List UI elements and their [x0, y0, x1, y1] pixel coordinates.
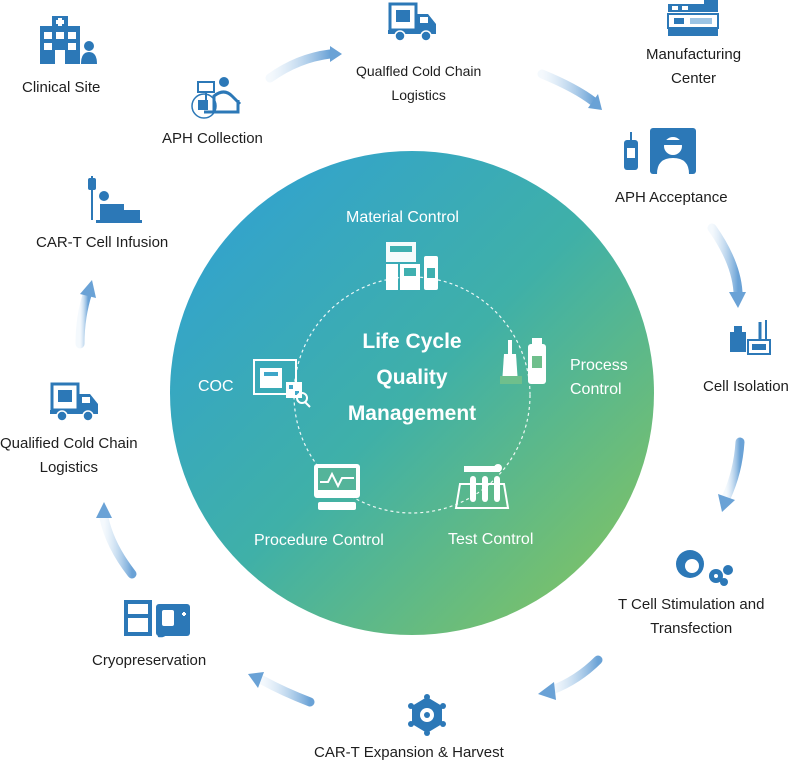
- arrow-head: [80, 280, 96, 298]
- label-t-cell-line2: Transfection: [650, 620, 733, 637]
- manufacturing-icon: [667, 0, 719, 36]
- label-expansion-harvest: CAR-T Expansion & Harvest: [314, 744, 504, 761]
- coc-icon: [253, 359, 311, 408]
- test-control-icon: [454, 464, 510, 509]
- inner-dashed-ring: [293, 276, 531, 514]
- arrow-aph-to-logistics: [265, 49, 335, 83]
- aph-acceptance-icon: [624, 128, 696, 174]
- arrow-isolation-to-stimulation: [721, 437, 745, 503]
- arrow-logistics-to-acceptance: [537, 69, 599, 107]
- label-process-line2: Control: [570, 381, 622, 398]
- cryopreservation-icon: [124, 600, 190, 638]
- arrow-head: [718, 494, 735, 512]
- infusion-icon: [88, 176, 142, 223]
- arrow-head: [330, 46, 342, 62]
- procedure-control-icon: [314, 464, 360, 510]
- arrow-cryo-to-logistics: [99, 513, 137, 579]
- label-manufacturing-line1: Manufacturing: [646, 46, 742, 63]
- label-t-cell-stimulation: T Cell Stimulation and Transfection: [618, 593, 764, 641]
- process-control-icon: [500, 338, 546, 384]
- label-manufacturing-center: Manufacturing Center: [646, 43, 741, 91]
- label-logistics-left-line2: Logistics: [39, 459, 98, 476]
- flow-arrows: [75, 46, 746, 707]
- label-logistics-top-line2: Logistics: [391, 87, 446, 103]
- cell-isolation-icon: [730, 320, 771, 355]
- center-title-line3: Management: [347, 402, 477, 425]
- label-logistics-top-line1: Qualfled Cold Chain: [356, 63, 482, 79]
- arrow-head: [588, 94, 602, 110]
- t-cell-icon: [676, 550, 733, 586]
- center-title: Life Cycle Quality Management: [312, 324, 512, 432]
- label-process-control: Process Control: [570, 354, 628, 402]
- label-process-line1: Process: [570, 357, 628, 374]
- lifecycle-circle: [170, 151, 654, 635]
- label-procedure-control: Procedure Control: [254, 532, 384, 549]
- label-logistics-top: Qualfled Cold Chain Logistics: [356, 59, 481, 107]
- arrow-head: [248, 672, 264, 688]
- truck-icon-top: [388, 2, 436, 42]
- label-aph-collection: APH Collection: [162, 130, 263, 147]
- label-logistics-left-line1: Qualified Cold Chain: [0, 435, 138, 452]
- arrow-expansion-to-cryo: [257, 675, 315, 707]
- label-material-control: Material Control: [346, 209, 459, 226]
- center-title-line1: Life Cycle: [362, 330, 462, 353]
- label-car-t-infusion: CAR-T Cell Infusion: [36, 234, 169, 251]
- label-cell-isolation: Cell Isolation: [703, 378, 789, 395]
- label-aph-acceptance: APH Acceptance: [615, 189, 728, 206]
- label-clinical-site: Clinical Site: [22, 79, 101, 96]
- label-coc: COC: [198, 378, 234, 395]
- label-t-cell-line1: T Cell Stimulation and: [618, 596, 765, 613]
- arrow-acceptance-to-isolation: [707, 223, 743, 297]
- material-control-icon: [386, 242, 438, 290]
- truck-icon-left: [50, 382, 98, 422]
- center-title-line2: Quality: [376, 366, 448, 389]
- aph-collection-icon: [191, 77, 242, 119]
- label-test-control: Test Control: [448, 531, 534, 548]
- arrow-stimulation-to-expansion: [547, 655, 603, 695]
- arrow-logistics-to-infusion: [75, 287, 93, 349]
- arrow-head: [96, 502, 112, 518]
- label-manufacturing-line2: Center: [671, 70, 717, 87]
- arrow-head: [729, 292, 746, 308]
- expansion-icon: [408, 694, 446, 736]
- hospital-icon: [40, 16, 97, 64]
- label-logistics-left: Qualified Cold Chain Logistics: [0, 432, 138, 480]
- arrow-head: [538, 682, 556, 700]
- label-cryopreservation: Cryopreservation: [92, 652, 207, 669]
